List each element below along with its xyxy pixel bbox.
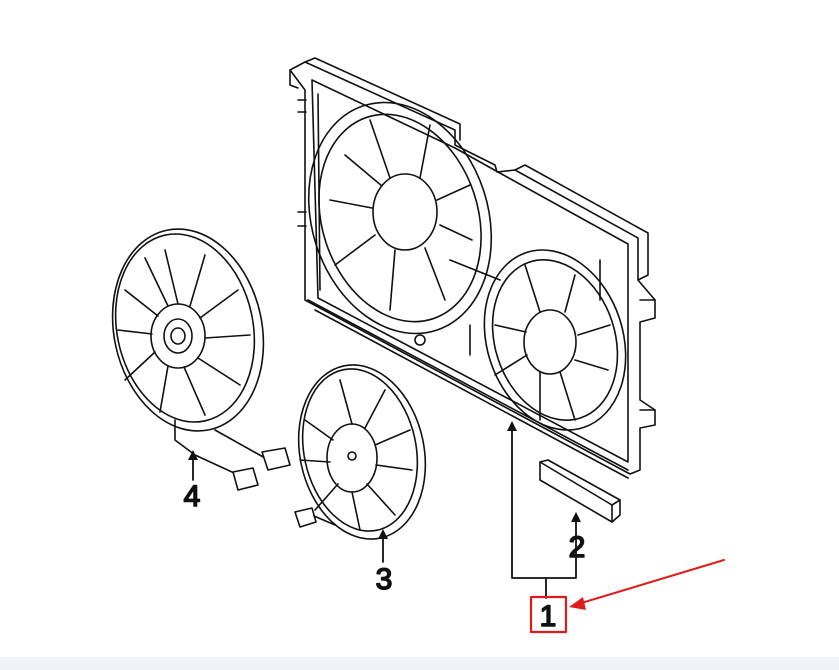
highlight-box [529,595,568,634]
red-arrow-annotation [569,559,725,610]
arrowheads [188,421,581,539]
fan-shroud [289,57,656,479]
shroud-bracket [539,459,621,523]
fan-assembly-left [111,228,291,491]
leader-lines [192,427,577,599]
callout-2-label: 2 [569,531,586,564]
callout-4-label: 4 [184,480,201,513]
fan-assembly-middle [294,364,427,540]
callout-3-label: 3 [376,563,393,596]
callout-1-label: 1 [540,600,557,633]
bottom-strip [0,657,839,670]
